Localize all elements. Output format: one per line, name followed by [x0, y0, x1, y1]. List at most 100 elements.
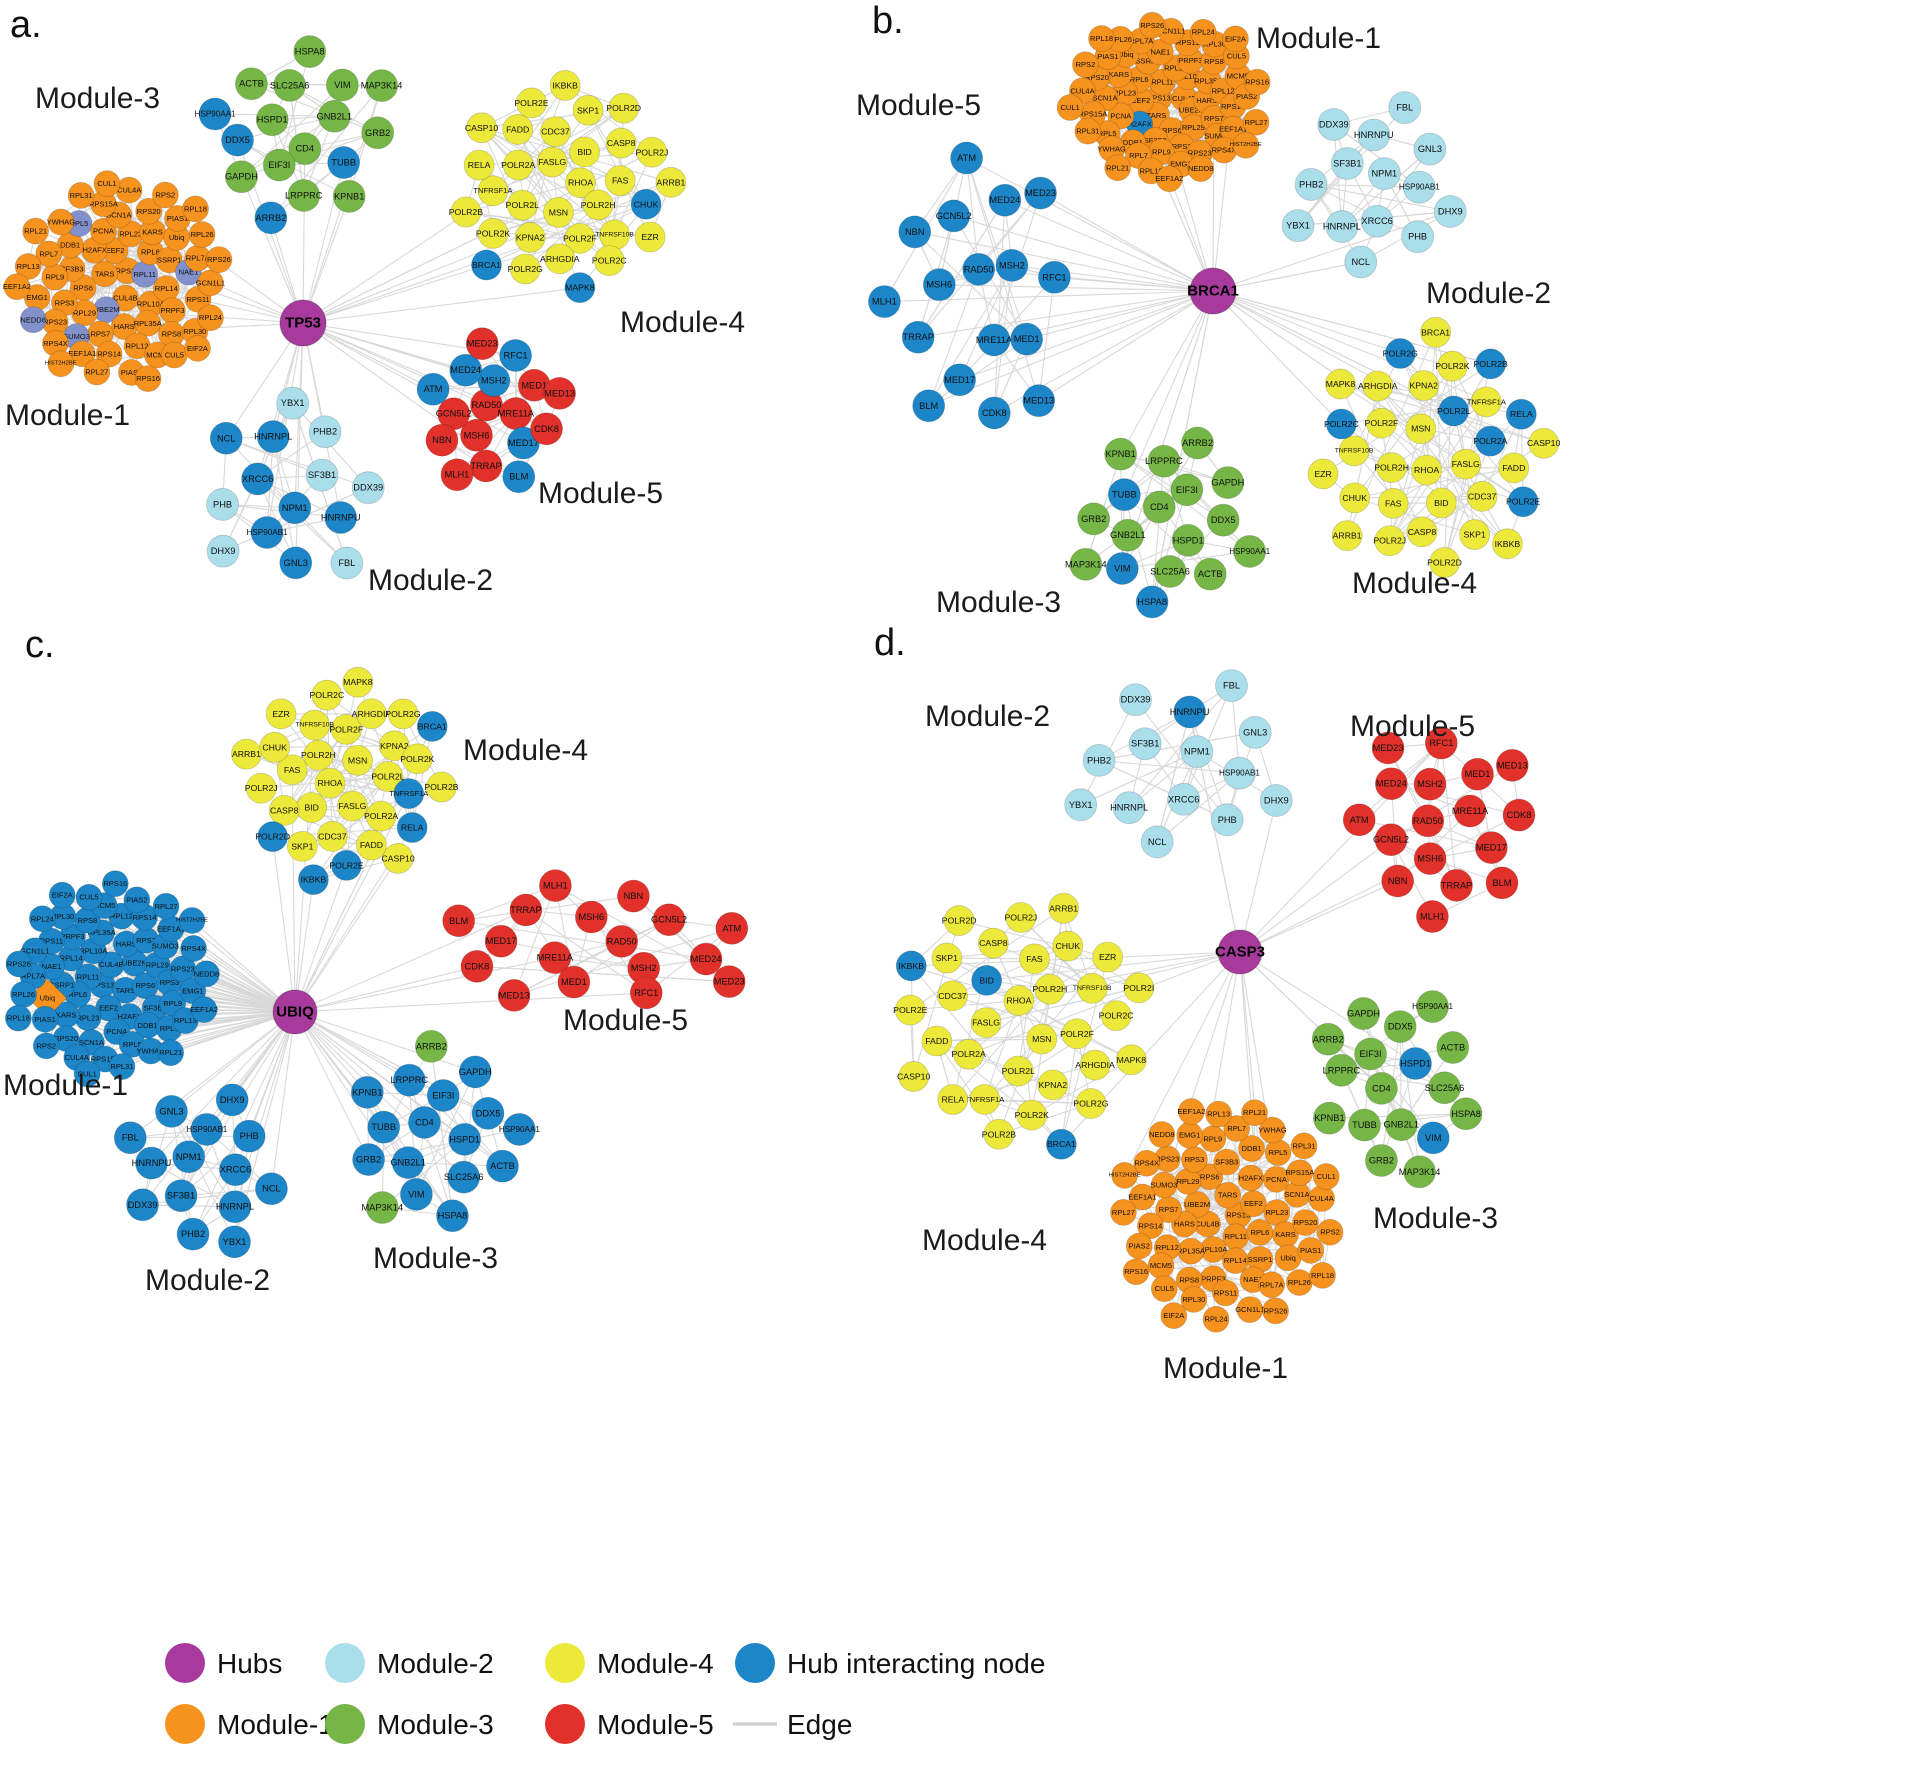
- svg-text:EMG1: EMG1: [182, 986, 203, 995]
- svg-text:EEF1A2: EEF1A2: [3, 282, 31, 291]
- svg-text:TNFRSF10B: TNFRSF10B: [595, 231, 634, 238]
- svg-text:RPS2: RPS2: [36, 1041, 56, 1050]
- node-XRCC6: XRCC6: [241, 462, 275, 496]
- svg-text:HNRNPL: HNRNPL: [254, 432, 292, 442]
- svg-text:KPNB1: KPNB1: [352, 1087, 382, 1097]
- svg-text:UBE2M: UBE2M: [1184, 1200, 1210, 1209]
- node-EIF2A: EIF2A: [184, 334, 211, 362]
- svg-text:PHB: PHB: [1218, 815, 1237, 825]
- svg-text:MED23: MED23: [1373, 743, 1404, 753]
- node-NCL: NCL: [209, 421, 243, 455]
- node-SF3B1: SF3B1: [1128, 727, 1162, 761]
- node-RPL9: RPL9: [1199, 1125, 1227, 1153]
- svg-text:UBE2M: UBE2M: [1179, 106, 1205, 115]
- svg-text:DDX5: DDX5: [476, 1108, 501, 1118]
- svg-text:RPS7: RPS7: [90, 329, 110, 338]
- node-DDX39: DDX39: [1119, 683, 1152, 717]
- node-VIM: VIM: [325, 68, 359, 102]
- node-POLR2C: POLR2C: [592, 245, 627, 276]
- svg-text:CUL4B: CUL4B: [99, 960, 123, 969]
- panel-letter-c: c.: [25, 624, 55, 666]
- svg-text:RHOA: RHOA: [1006, 996, 1031, 1006]
- svg-text:RPL7: RPL7: [39, 249, 58, 258]
- node-HSP90AA1: HSP90AA1: [1229, 535, 1271, 568]
- node-TNFRSF1A: TNFRSF1A: [965, 1083, 1005, 1115]
- svg-text:DDX39: DDX39: [1121, 695, 1151, 705]
- node-CHUK: CHUK: [1339, 482, 1371, 514]
- svg-text:RPL29: RPL29: [1182, 123, 1205, 132]
- node-DDX39: DDX39: [351, 471, 385, 505]
- svg-text:RPS13: RPS13: [90, 980, 114, 989]
- svg-text:MAP3K14: MAP3K14: [361, 1203, 403, 1213]
- node-BID: BID: [971, 964, 1003, 996]
- svg-text:RPL9: RPL9: [1152, 147, 1171, 156]
- node-POLR2F: POLR2F: [329, 713, 363, 745]
- svg-text:RPL10A: RPL10A: [137, 299, 166, 308]
- node-GAPDH: GAPDH: [1211, 466, 1244, 499]
- svg-text:CUL4A: CUL4A: [1309, 1194, 1334, 1203]
- svg-text:ARRB2: ARRB2: [1182, 438, 1213, 448]
- svg-text:MED13: MED13: [1023, 396, 1054, 406]
- svg-text:RPS8: RPS8: [78, 916, 98, 925]
- svg-text:RPS4X: RPS4X: [43, 339, 68, 348]
- node-ARRB1: ARRB1: [231, 738, 262, 770]
- svg-text:MED24: MED24: [450, 365, 481, 375]
- svg-text:KARS: KARS: [1275, 1230, 1296, 1239]
- svg-text:EEF1A1: EEF1A1: [1128, 1193, 1156, 1202]
- svg-text:GRB2: GRB2: [365, 128, 390, 138]
- svg-text:NEDD8: NEDD8: [1188, 164, 1214, 173]
- svg-text:RPL9: RPL9: [163, 999, 182, 1008]
- node-TNFRSF10B: TNFRSF10B: [295, 709, 334, 741]
- svg-text:CASP8: CASP8: [270, 805, 299, 815]
- legend-swatch-hub: [165, 1643, 205, 1683]
- svg-text:RPL5: RPL5: [1269, 1148, 1288, 1157]
- node-POLR2J: POLR2J: [1004, 902, 1037, 933]
- node-MED1: MED1: [557, 965, 591, 999]
- node-RPS16: RPS16: [1122, 1258, 1150, 1286]
- node-DDX39: DDX39: [126, 1188, 159, 1222]
- svg-text:HARS: HARS: [116, 939, 137, 948]
- svg-text:RPL13: RPL13: [1140, 166, 1163, 175]
- node-PHB2: PHB2: [176, 1217, 210, 1251]
- node-EIF2A: EIF2A: [1222, 25, 1249, 53]
- svg-text:TARS: TARS: [1218, 1191, 1238, 1200]
- svg-text:RPS3: RPS3: [1172, 142, 1192, 151]
- svg-text:CASP10: CASP10: [1527, 438, 1560, 448]
- svg-text:SKP1: SKP1: [291, 841, 313, 851]
- node-NCL: NCL: [1140, 825, 1174, 859]
- legend-label: Module-3: [377, 1709, 494, 1740]
- svg-text:GCN1L1: GCN1L1: [20, 946, 49, 955]
- node-PHB2: PHB2: [308, 415, 342, 449]
- node-FAS: FAS: [1019, 943, 1050, 975]
- node-HNRNPU: HNRNPU: [1170, 695, 1209, 729]
- node-RPS16: RPS16: [134, 365, 162, 393]
- node-TUBB: TUBB: [367, 1110, 401, 1144]
- node-HSPD1: HSPD1: [448, 1122, 482, 1156]
- svg-text:POLR2J: POLR2J: [245, 783, 278, 793]
- node-EEF1A1: EEF1A1: [1128, 1183, 1156, 1211]
- svg-text:CASP10: CASP10: [381, 853, 414, 863]
- svg-text:POLR2G: POLR2G: [385, 709, 420, 719]
- svg-text:EEF1A1: EEF1A1: [1219, 125, 1247, 134]
- node-MAPK8: MAPK8: [1115, 1044, 1147, 1076]
- svg-text:CD4: CD4: [1372, 1083, 1391, 1093]
- module-label-c-Module-1: Module-1: [3, 1069, 128, 1102]
- node-CDK8: CDK8: [460, 949, 494, 983]
- svg-text:MED23: MED23: [1025, 188, 1056, 198]
- svg-text:RPS8: RPS8: [1204, 57, 1224, 66]
- node-DDX5: DDX5: [221, 123, 254, 157]
- node-POLR2E: POLR2E: [893, 994, 928, 1026]
- svg-text:DDB1: DDB1: [1123, 138, 1143, 147]
- svg-text:MLH1: MLH1: [872, 297, 897, 307]
- svg-text:HSP90AB1: HSP90AB1: [1219, 769, 1260, 778]
- node-RPL24: RPL24: [1202, 1305, 1230, 1333]
- svg-text:RFC1: RFC1: [1429, 738, 1453, 748]
- svg-text:BID: BID: [979, 975, 993, 985]
- svg-text:HSP90AA1: HSP90AA1: [1412, 1002, 1453, 1011]
- svg-text:POLR2C: POLR2C: [1099, 1011, 1134, 1021]
- node-MSH2: MSH2: [1413, 767, 1447, 801]
- svg-text:GAPDH: GAPDH: [225, 172, 258, 182]
- module-label-c-Module-3: Module-3: [373, 1242, 498, 1275]
- node-POLR2L: POLR2L: [506, 189, 539, 221]
- svg-text:MSH6: MSH6: [464, 430, 490, 440]
